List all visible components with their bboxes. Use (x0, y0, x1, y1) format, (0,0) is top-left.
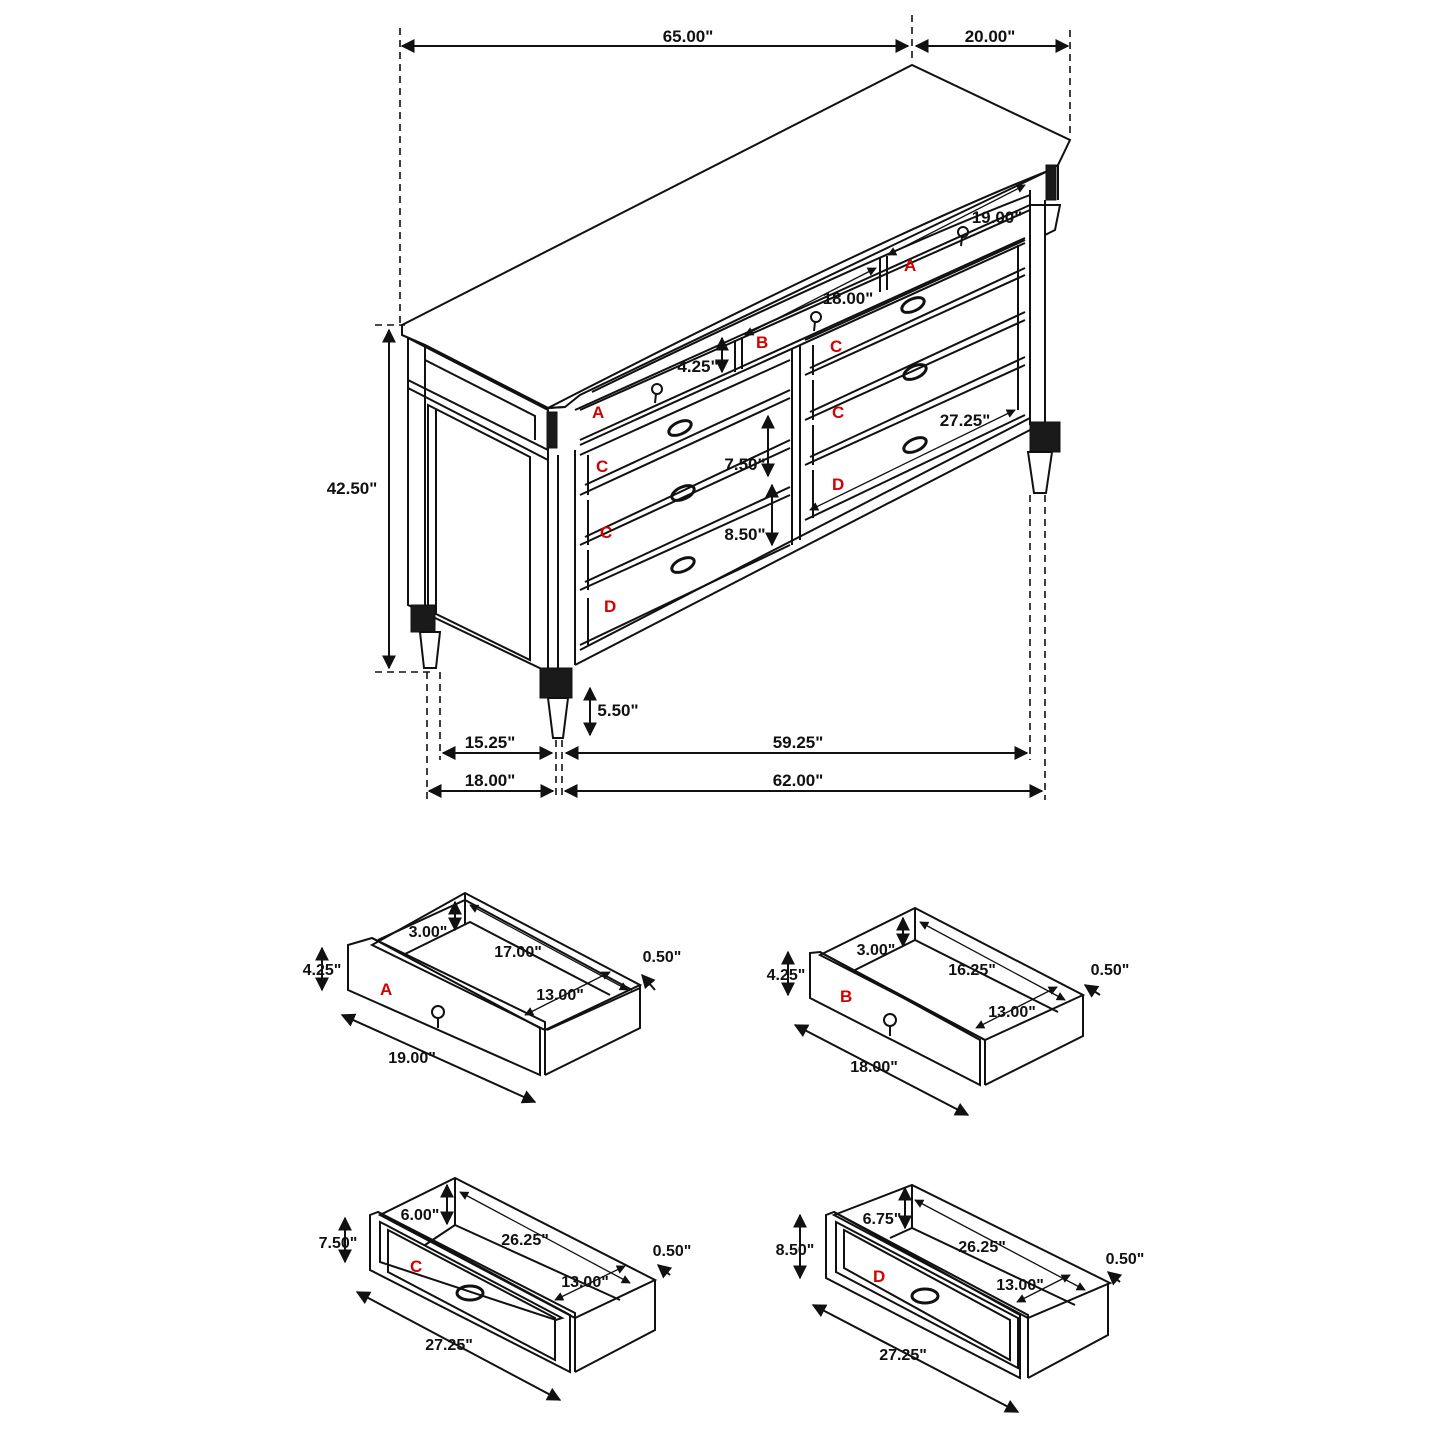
drawer-label-d-right: D (832, 475, 844, 494)
drawer-b-detail: B 4.25" 3.00" 16.25" 13.00" 0.50" 18.00" (767, 906, 1130, 1116)
drawer-c-letter: C (410, 1257, 422, 1276)
left-drawer-stack (579, 359, 791, 646)
overall-width-label: 65.00" (663, 27, 714, 46)
drawer-d-letter: D (873, 1267, 885, 1286)
drawer-a-inner-depth: 13.00" (536, 987, 584, 1004)
drawer-a-front-width: 19.00" (388, 1050, 436, 1067)
drawer-label-d-left: D (604, 597, 616, 616)
drawer-d-inner-height: 6.75" (863, 1211, 902, 1228)
drawer-c-inner-depth: 13.00" (561, 1274, 609, 1291)
dresser-right-post (1029, 164, 1062, 425)
dresser-legs (410, 421, 1061, 739)
drawer-a-inner-length: 17.00" (494, 944, 542, 961)
drawer-label-c-right-2: C (832, 403, 844, 422)
overall-depth-label: 20.00" (965, 27, 1016, 46)
drawer-d-front-width: 27.25" (879, 1347, 927, 1364)
drawer-d-height-label: 8.50" (724, 525, 765, 544)
drawer-c-height-label: 7.50" (724, 455, 765, 474)
drawer-b-front-height: 4.25" (767, 967, 806, 984)
drawer-label-a-right: A (904, 256, 916, 275)
side-inner-depth-label: 15.25" (465, 733, 516, 752)
drawer-c-front-height: 7.50" (319, 1235, 358, 1252)
drawer-label-a-left: A (592, 403, 604, 422)
dresser-left-side (407, 336, 576, 674)
drawer-b-side-thickness: 0.50" (1091, 962, 1130, 979)
overall-height-label: 42.50" (327, 479, 378, 498)
overall-dimensions: 65.00" 20.00" 42.50" 5.50" 15.25" 59.25"… (327, 15, 1071, 800)
drawer-label-c-left-2: C (600, 523, 612, 542)
drawer-c-width-label: 27.25" (940, 411, 991, 430)
keyhole-icon (957, 226, 969, 247)
drawer-d-detail: D 8.50" 6.75" 26.25" 13.00" 0.50" 27.25" (776, 1183, 1145, 1413)
drawer-b-letter: B (840, 987, 852, 1006)
front-outer-width-label: 62.00" (773, 771, 824, 790)
drawer-c-inner-length: 26.25" (501, 1232, 549, 1249)
drawer-c-side-thickness: 0.50" (653, 1243, 692, 1260)
drawer-c-detail: C 7.50" 6.00" 26.25" 13.00" 0.50" 27.25" (319, 1176, 692, 1401)
drawer-label-c-right-1: C (830, 337, 842, 356)
keyhole-icon (651, 383, 663, 404)
keyhole-icon (810, 311, 822, 332)
drawer-a-side-thickness: 0.50" (643, 949, 682, 966)
drawer-b-inner-length: 16.25" (948, 962, 996, 979)
drawer-b-inner-depth: 13.00" (988, 1004, 1036, 1021)
dresser-drawing: A B A C C D C C D (401, 63, 1072, 739)
drawer-label-c-left-1: C (596, 457, 608, 476)
drawer-d-front-height: 8.50" (776, 1242, 815, 1259)
drawer-a-height-label: 4.25" (677, 357, 718, 376)
drawer-d-inner-depth: 13.00" (996, 1277, 1044, 1294)
front-inner-width-label: 59.25" (773, 733, 824, 752)
leg-height-label: 5.50" (597, 701, 638, 720)
drawer-c-inner-height: 6.00" (401, 1207, 440, 1224)
side-outer-depth-label: 18.00" (465, 771, 516, 790)
drawer-label-b: B (756, 333, 768, 352)
drawer-d-inner-length: 26.25" (958, 1239, 1006, 1256)
drawer-a-front-height: 4.25" (303, 962, 342, 979)
drawer-c-front-width: 27.25" (425, 1337, 473, 1354)
drawer-d-side-thickness: 0.50" (1106, 1251, 1145, 1268)
drawer-a-inner-height: 3.00" (409, 924, 448, 941)
drawer-a-detail: A 4.25" 3.00" 17.00" 13.00" 0.50" 19.00" (303, 891, 682, 1104)
drawer-b-inner-height: 3.00" (857, 942, 896, 959)
drawer-a-letter: A (380, 980, 392, 999)
drawer-a-width-label: 19.00" (972, 208, 1023, 227)
drawer-b-width-label: 18.00" (823, 289, 874, 308)
drawer-b-front-width: 18.00" (850, 1059, 898, 1076)
